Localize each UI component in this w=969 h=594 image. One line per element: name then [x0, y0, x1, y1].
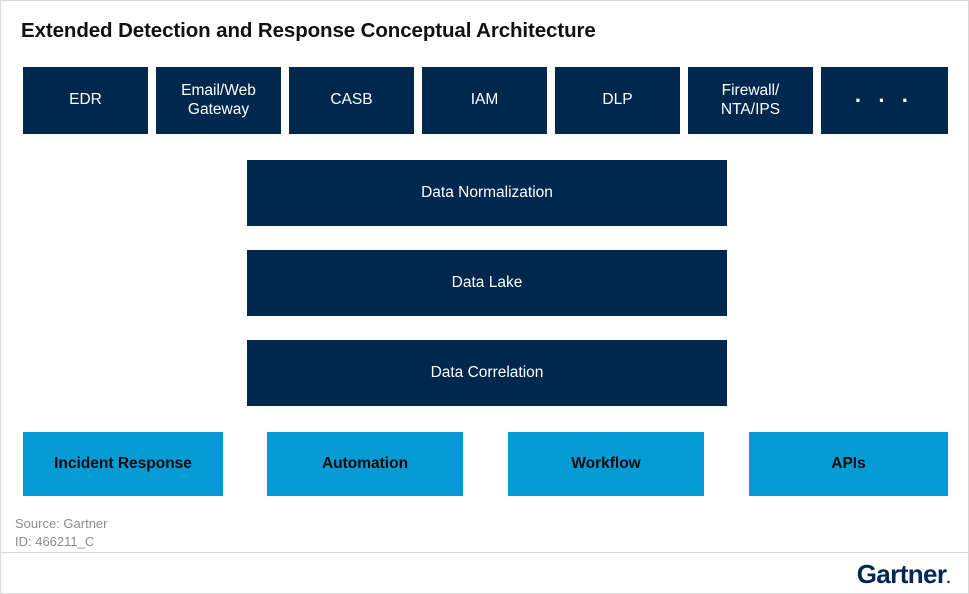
- source-box-edr[interactable]: EDR: [23, 67, 148, 134]
- source-box-label: IAM: [470, 91, 499, 109]
- capability-box-incident-response[interactable]: Incident Response: [23, 432, 223, 496]
- pipeline-box-data-correlation[interactable]: Data Correlation: [247, 340, 727, 406]
- source-line: Source: Gartner: [15, 516, 108, 531]
- pipeline-box-data-normalization[interactable]: Data Normalization: [247, 160, 727, 226]
- gartner-logo: Gartner.: [856, 559, 951, 590]
- capability-box-label: Incident Response: [54, 454, 192, 472]
- source-box-label: EDR: [69, 91, 102, 109]
- capability-box-label: Workflow: [571, 454, 641, 472]
- ellipsis-icon: · · ·: [854, 87, 915, 113]
- source-box-more-ellipsis[interactable]: · · ·: [821, 67, 948, 134]
- capability-box-label: APIs: [831, 454, 866, 472]
- page-title: Extended Detection and Response Conceptu…: [21, 19, 596, 42]
- pipeline-box-label: Data Correlation: [430, 363, 544, 381]
- source-box-dlp[interactable]: DLP: [555, 67, 680, 134]
- gartner-logo-text: Gartner: [856, 559, 947, 589]
- source-box-label: Firewall/NTA/IPS: [720, 82, 781, 118]
- id-line: ID: 466211_C: [15, 533, 95, 549]
- source-box-firewall-nta-ips[interactable]: Firewall/NTA/IPS: [688, 67, 813, 134]
- footer-divider: [1, 552, 968, 553]
- capability-box-label: Automation: [321, 454, 409, 472]
- source-box-iam[interactable]: IAM: [422, 67, 547, 134]
- pipeline-box-label: Data Normalization: [421, 183, 553, 201]
- capability-box-workflow[interactable]: Workflow: [508, 432, 704, 496]
- pipeline-box-data-lake[interactable]: Data Lake: [247, 250, 727, 316]
- capability-box-automation[interactable]: Automation: [267, 432, 463, 496]
- gartner-logo-trademark: .: [946, 570, 950, 587]
- source-attribution: Source: Gartner ID: 466211_C: [15, 515, 108, 550]
- source-box-label: DLP: [602, 91, 633, 109]
- capability-box-apis[interactable]: APIs: [749, 432, 948, 496]
- pipeline-box-label: Data Lake: [451, 273, 523, 291]
- source-box-casb[interactable]: CASB: [289, 67, 414, 134]
- source-box-label: CASB: [330, 91, 373, 109]
